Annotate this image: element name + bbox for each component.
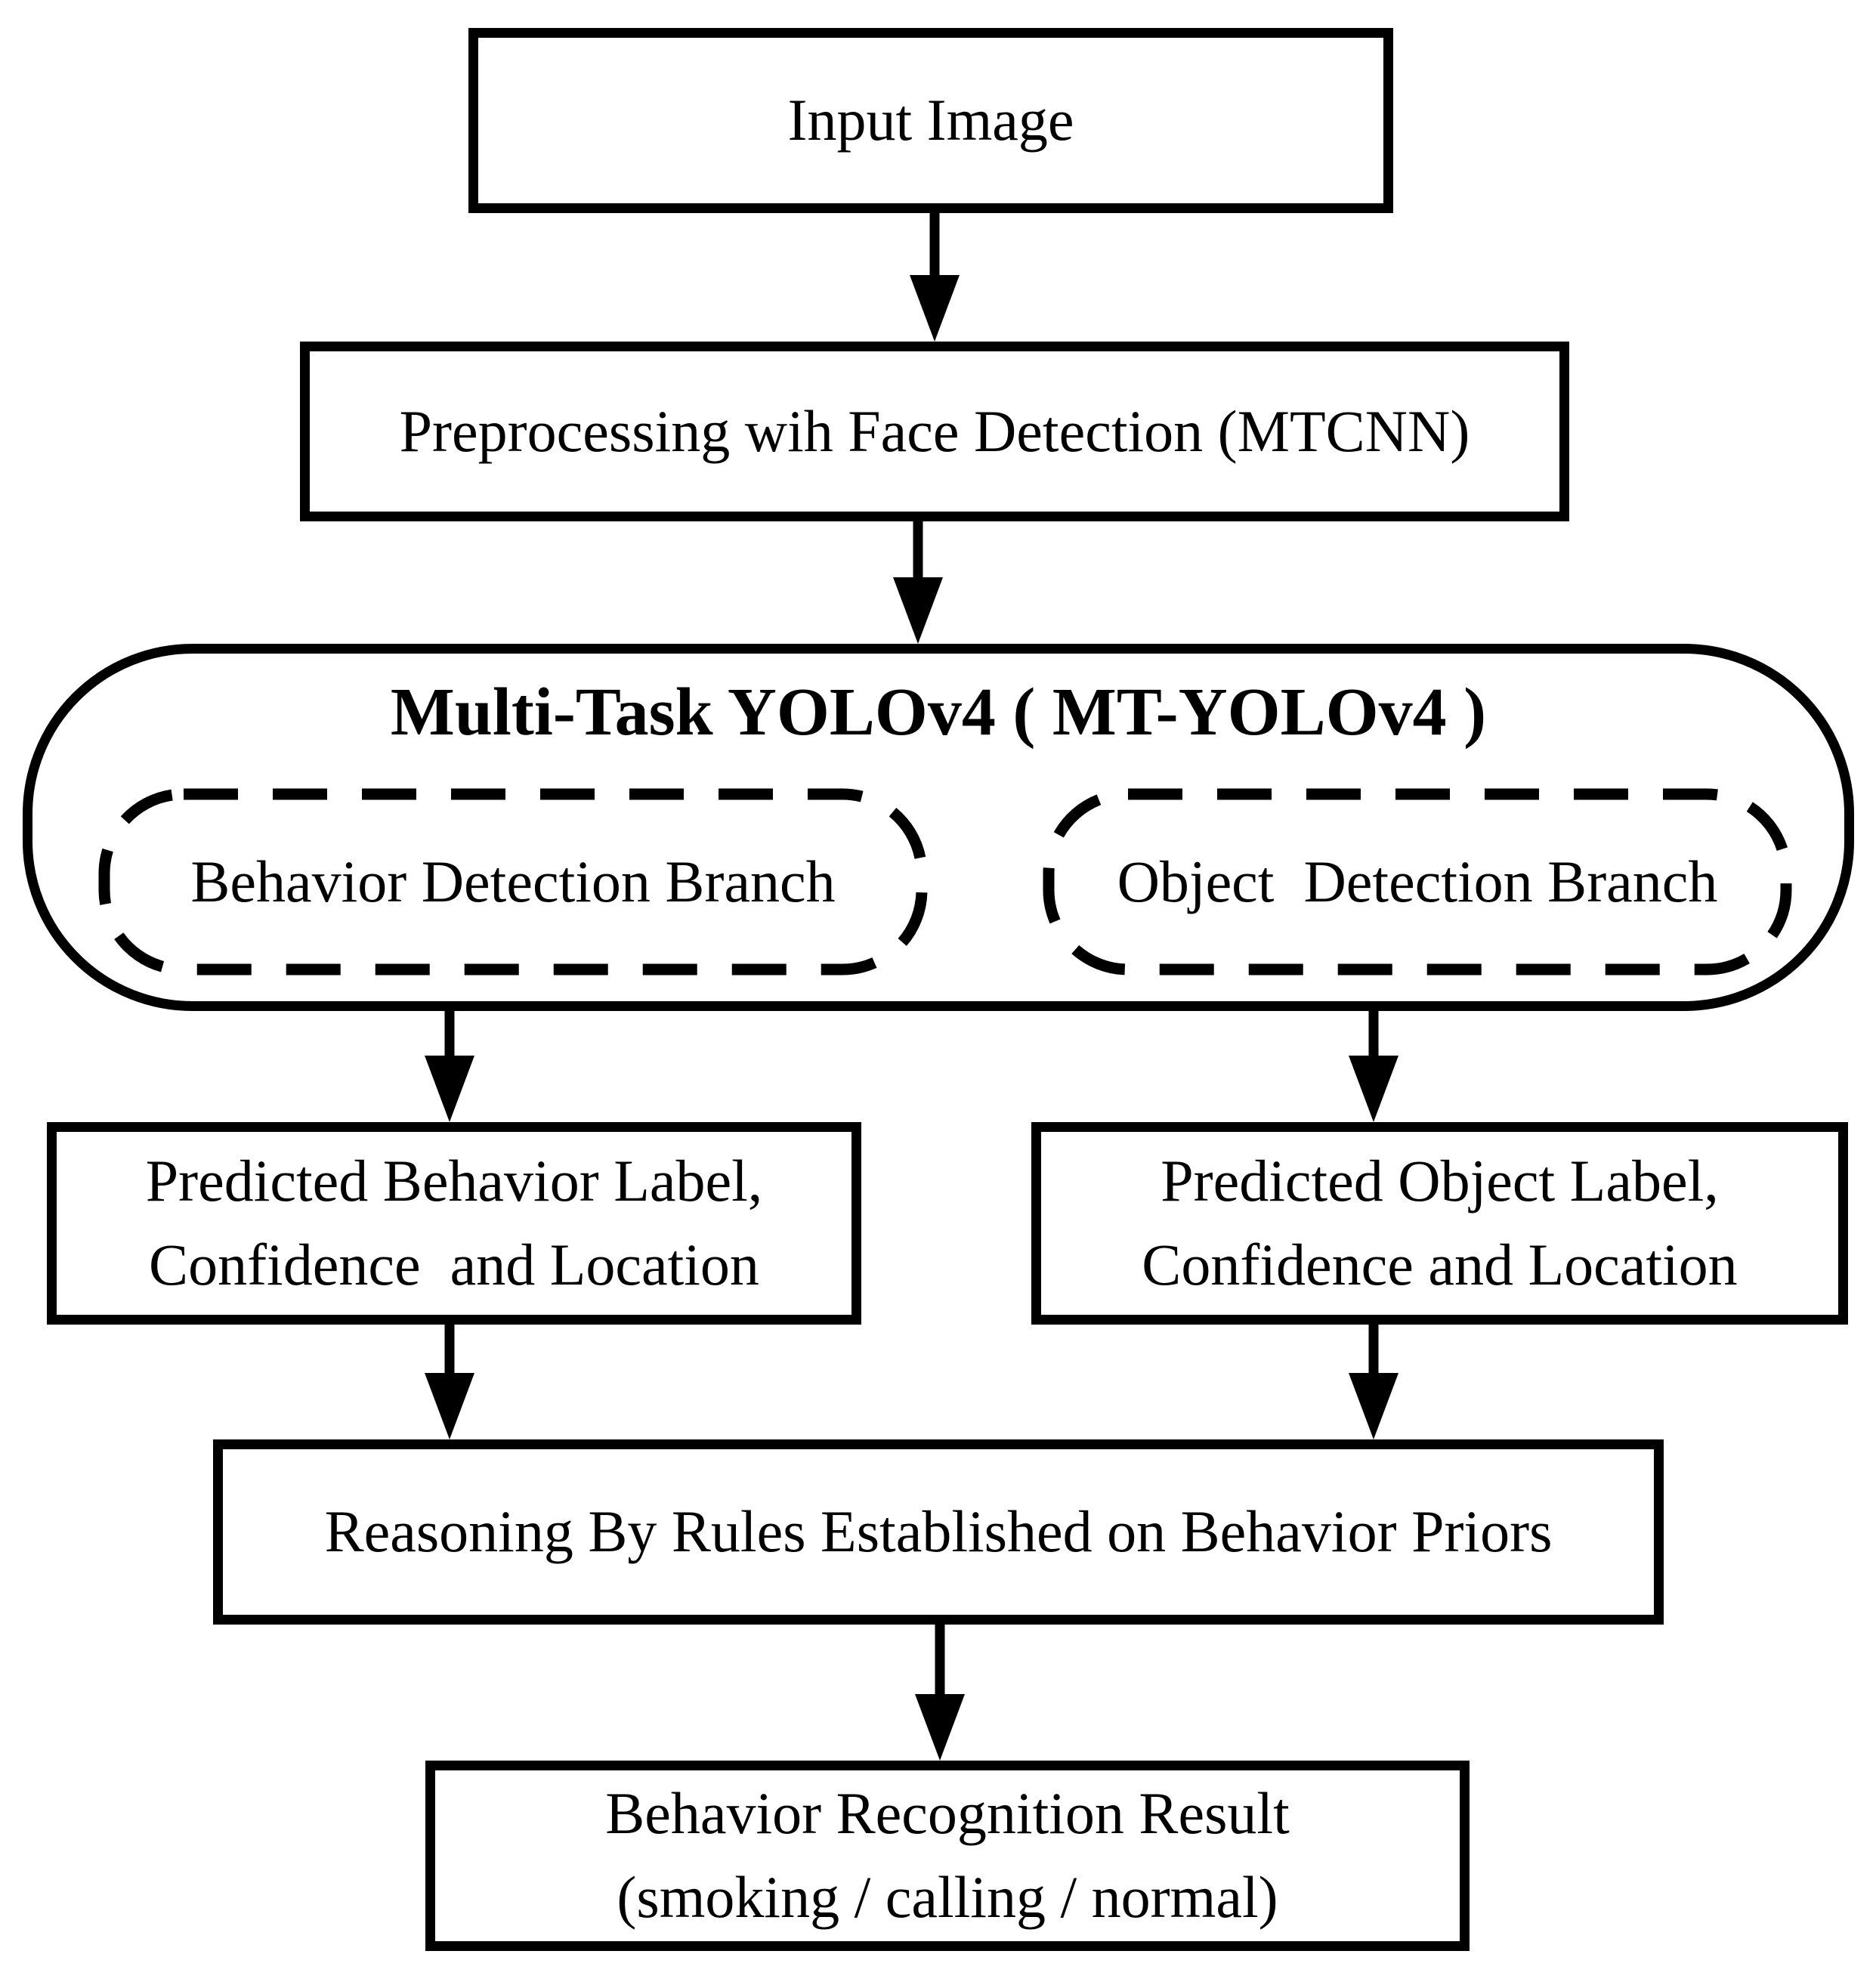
behavior-branch-label: Behavior Detection Branch [190,849,836,914]
node-object-detection-branch: Object Detection Branch [1043,788,1792,975]
arrow-stem [444,1325,455,1381]
arrow-stem [935,1625,945,1702]
arrow-predicted-behavior-to-reasoning [425,1325,474,1439]
arrow-stem [1368,1325,1379,1381]
node-input-image: Input Image [468,28,1393,213]
arrow-head [915,1694,965,1761]
arrow-predicted-object-to-reasoning [1349,1325,1399,1439]
node-result: Behavior Recognition Result (smoking / c… [425,1761,1470,1951]
arrow-stem [444,1011,455,1063]
object-branch-label: Object Detection Branch [1117,849,1718,914]
arrow-preprocessing-to-mtyolov4 [893,521,943,644]
arrow-head [1349,1373,1399,1439]
dashed-border [1043,788,1792,975]
node-reasoning: Reasoning By Rules Established on Behavi… [213,1439,1664,1625]
arrow-reasoning-to-result [915,1625,965,1761]
arrow-head [425,1373,474,1439]
arrow-stem [1368,1011,1379,1063]
arrow-stem [913,521,923,585]
node-predicted-behavior: Predicted Behavior Label, Confidence and… [47,1122,861,1325]
arrow-head [1349,1056,1399,1122]
arrow-head [910,275,960,342]
arrow-head [425,1056,474,1122]
node-predicted-object: Predicted Object Label, Confidence and L… [1031,1122,1848,1325]
node-behavior-detection-branch: Behavior Detection Branch [98,788,928,975]
mt-yolov4-title: Multi-Task YOLOv4 ( MT-YOLOv4 ) [390,675,1487,750]
arrow-input-to-preprocessing [910,213,960,342]
arrow-object-branch-to-predicted [1349,1011,1399,1122]
node-preprocessing: Preprocessing wih Face Detection (MTCNN) [300,342,1569,521]
arrow-behavior-branch-to-predicted [425,1011,474,1122]
arrow-stem [929,213,940,283]
arrow-head [893,577,943,644]
dashed-border [98,788,928,975]
